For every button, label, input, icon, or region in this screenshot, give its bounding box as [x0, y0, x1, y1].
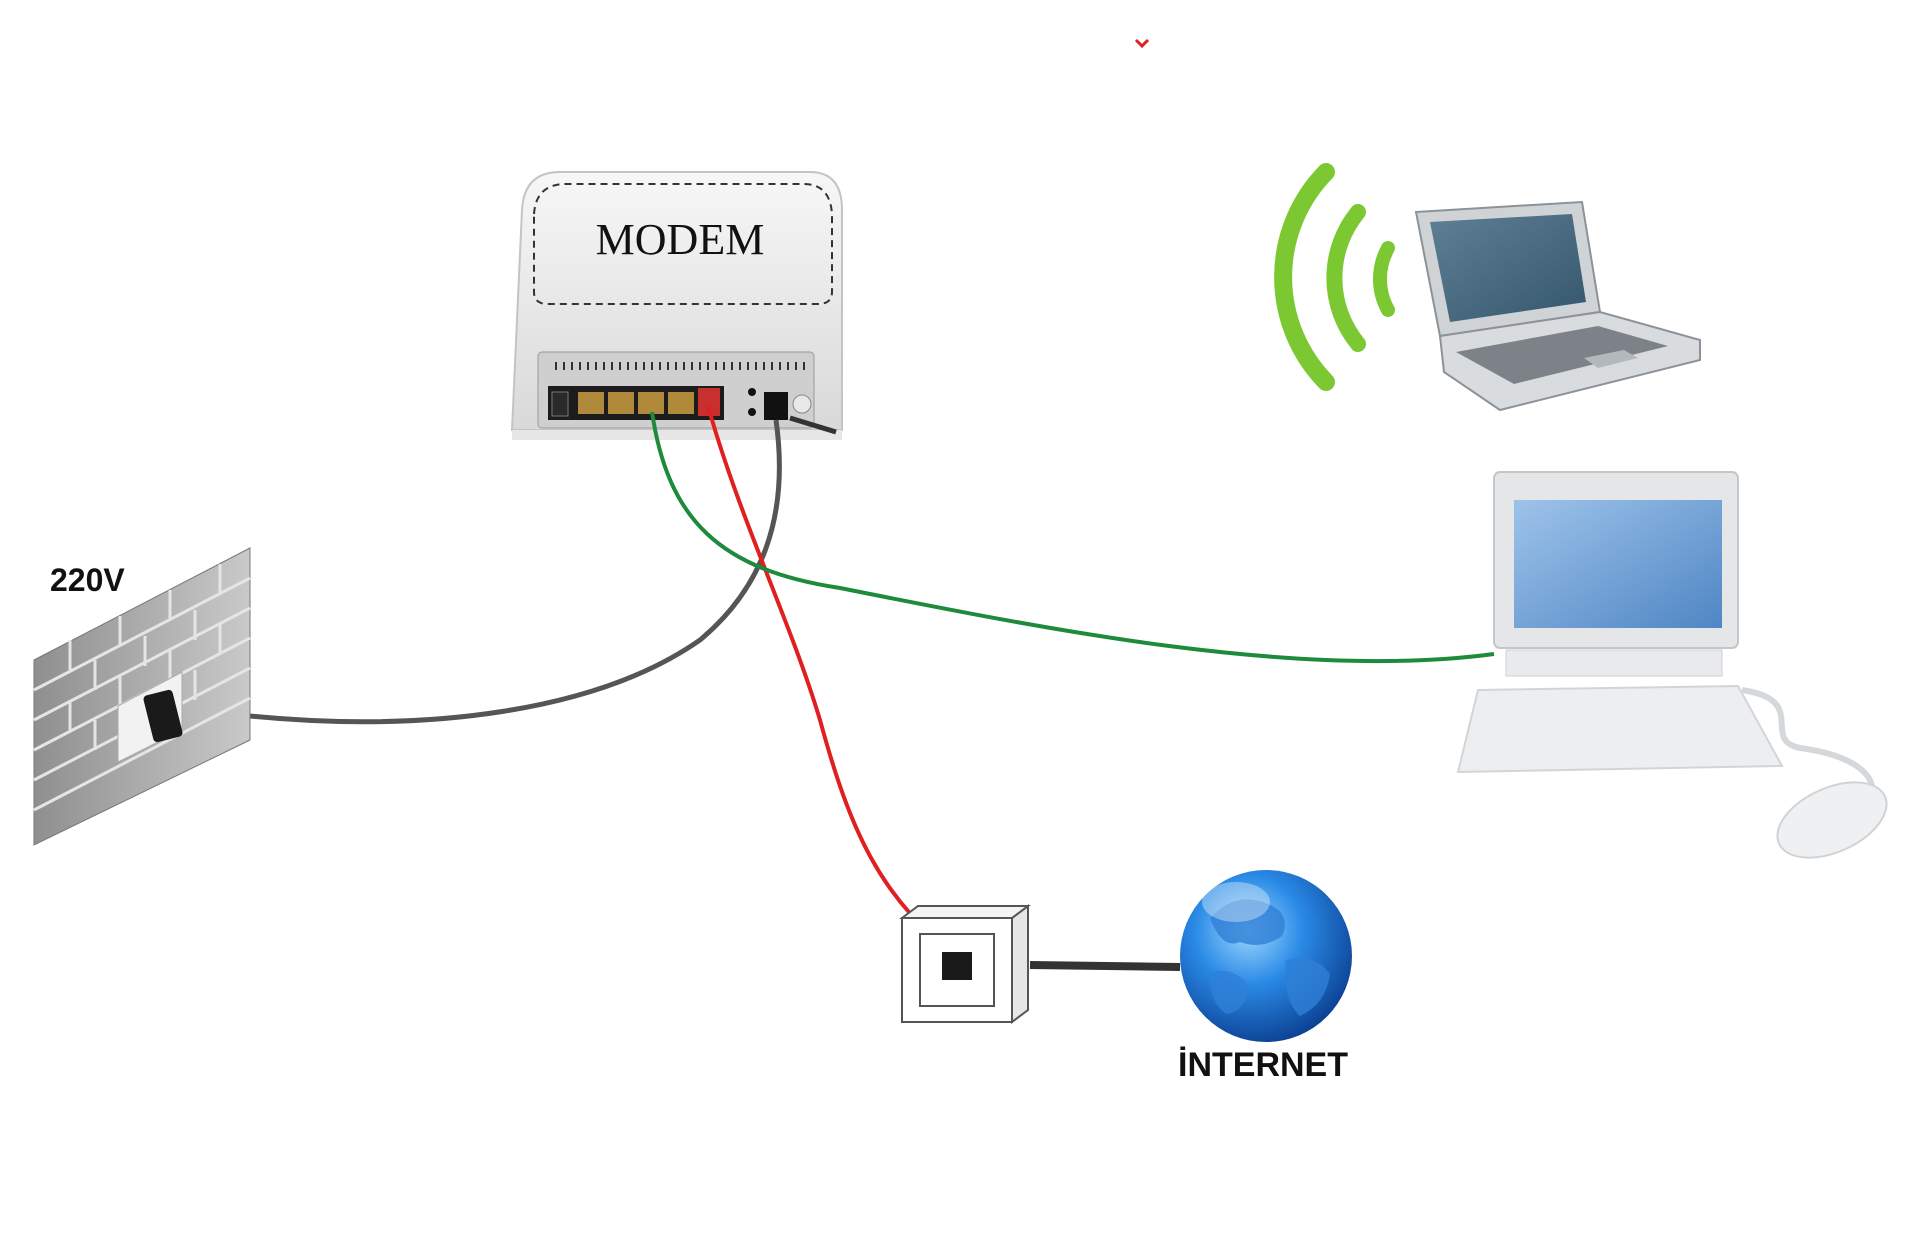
telephone-wall-jack-icon [899, 904, 1031, 1024]
modem-lan-port-2 [608, 392, 634, 414]
mouse-cable [1741, 687, 1876, 802]
modem-port-strip [548, 386, 724, 420]
internet-label: İNTERNET [1178, 1046, 1348, 1084]
globe-continent-2 [1285, 957, 1330, 1016]
jack-box-side [1011, 904, 1029, 1024]
desktop-computer-icon [1456, 471, 1888, 859]
jack-inner [919, 933, 995, 1007]
modem [510, 171, 843, 440]
modem-foot [512, 430, 842, 440]
power-cable [239, 419, 782, 725]
laptop-icon [1414, 200, 1701, 412]
monitor-screen [1514, 500, 1722, 628]
modem-power-button [792, 394, 812, 414]
top-mark [1134, 38, 1150, 49]
modem-power-jack [764, 392, 788, 420]
globe-highlight [1202, 882, 1270, 922]
wall [33, 547, 251, 846]
modem-dsl-port [698, 388, 720, 416]
modem-lan-port-4 [668, 392, 694, 414]
pc-mouse [1776, 781, 1888, 859]
wifi-signal-icon [1274, 163, 1395, 391]
lan-cable [650, 411, 1495, 664]
modem-lan-port-3 [638, 392, 664, 414]
pc-keyboard [1456, 684, 1784, 774]
globe-continent-1 [1210, 899, 1285, 945]
laptop-keyboard [1456, 326, 1668, 384]
internet-line [1029, 961, 1181, 971]
power-voltage-label: 220V [50, 562, 125, 598]
phone-cable [706, 405, 964, 962]
laptop-touchpad [1584, 350, 1638, 368]
monitor-stand [1505, 649, 1723, 677]
modem-label: MODEM [595, 215, 765, 264]
modem-led [748, 408, 756, 416]
modem-vent [555, 362, 805, 370]
modem-phone-port [551, 391, 569, 417]
modem-top-panel [533, 183, 833, 305]
power-plug-tail [789, 415, 837, 435]
jack-socket [942, 952, 972, 980]
modem-lan-port-1 [578, 392, 604, 414]
globe-icon [1180, 870, 1352, 1042]
globe-continent-3 [1210, 970, 1250, 1014]
laptop-screen [1430, 214, 1586, 322]
jack-box-top [899, 905, 1031, 919]
power-plug [143, 689, 183, 743]
modem-reset-button [748, 388, 756, 396]
